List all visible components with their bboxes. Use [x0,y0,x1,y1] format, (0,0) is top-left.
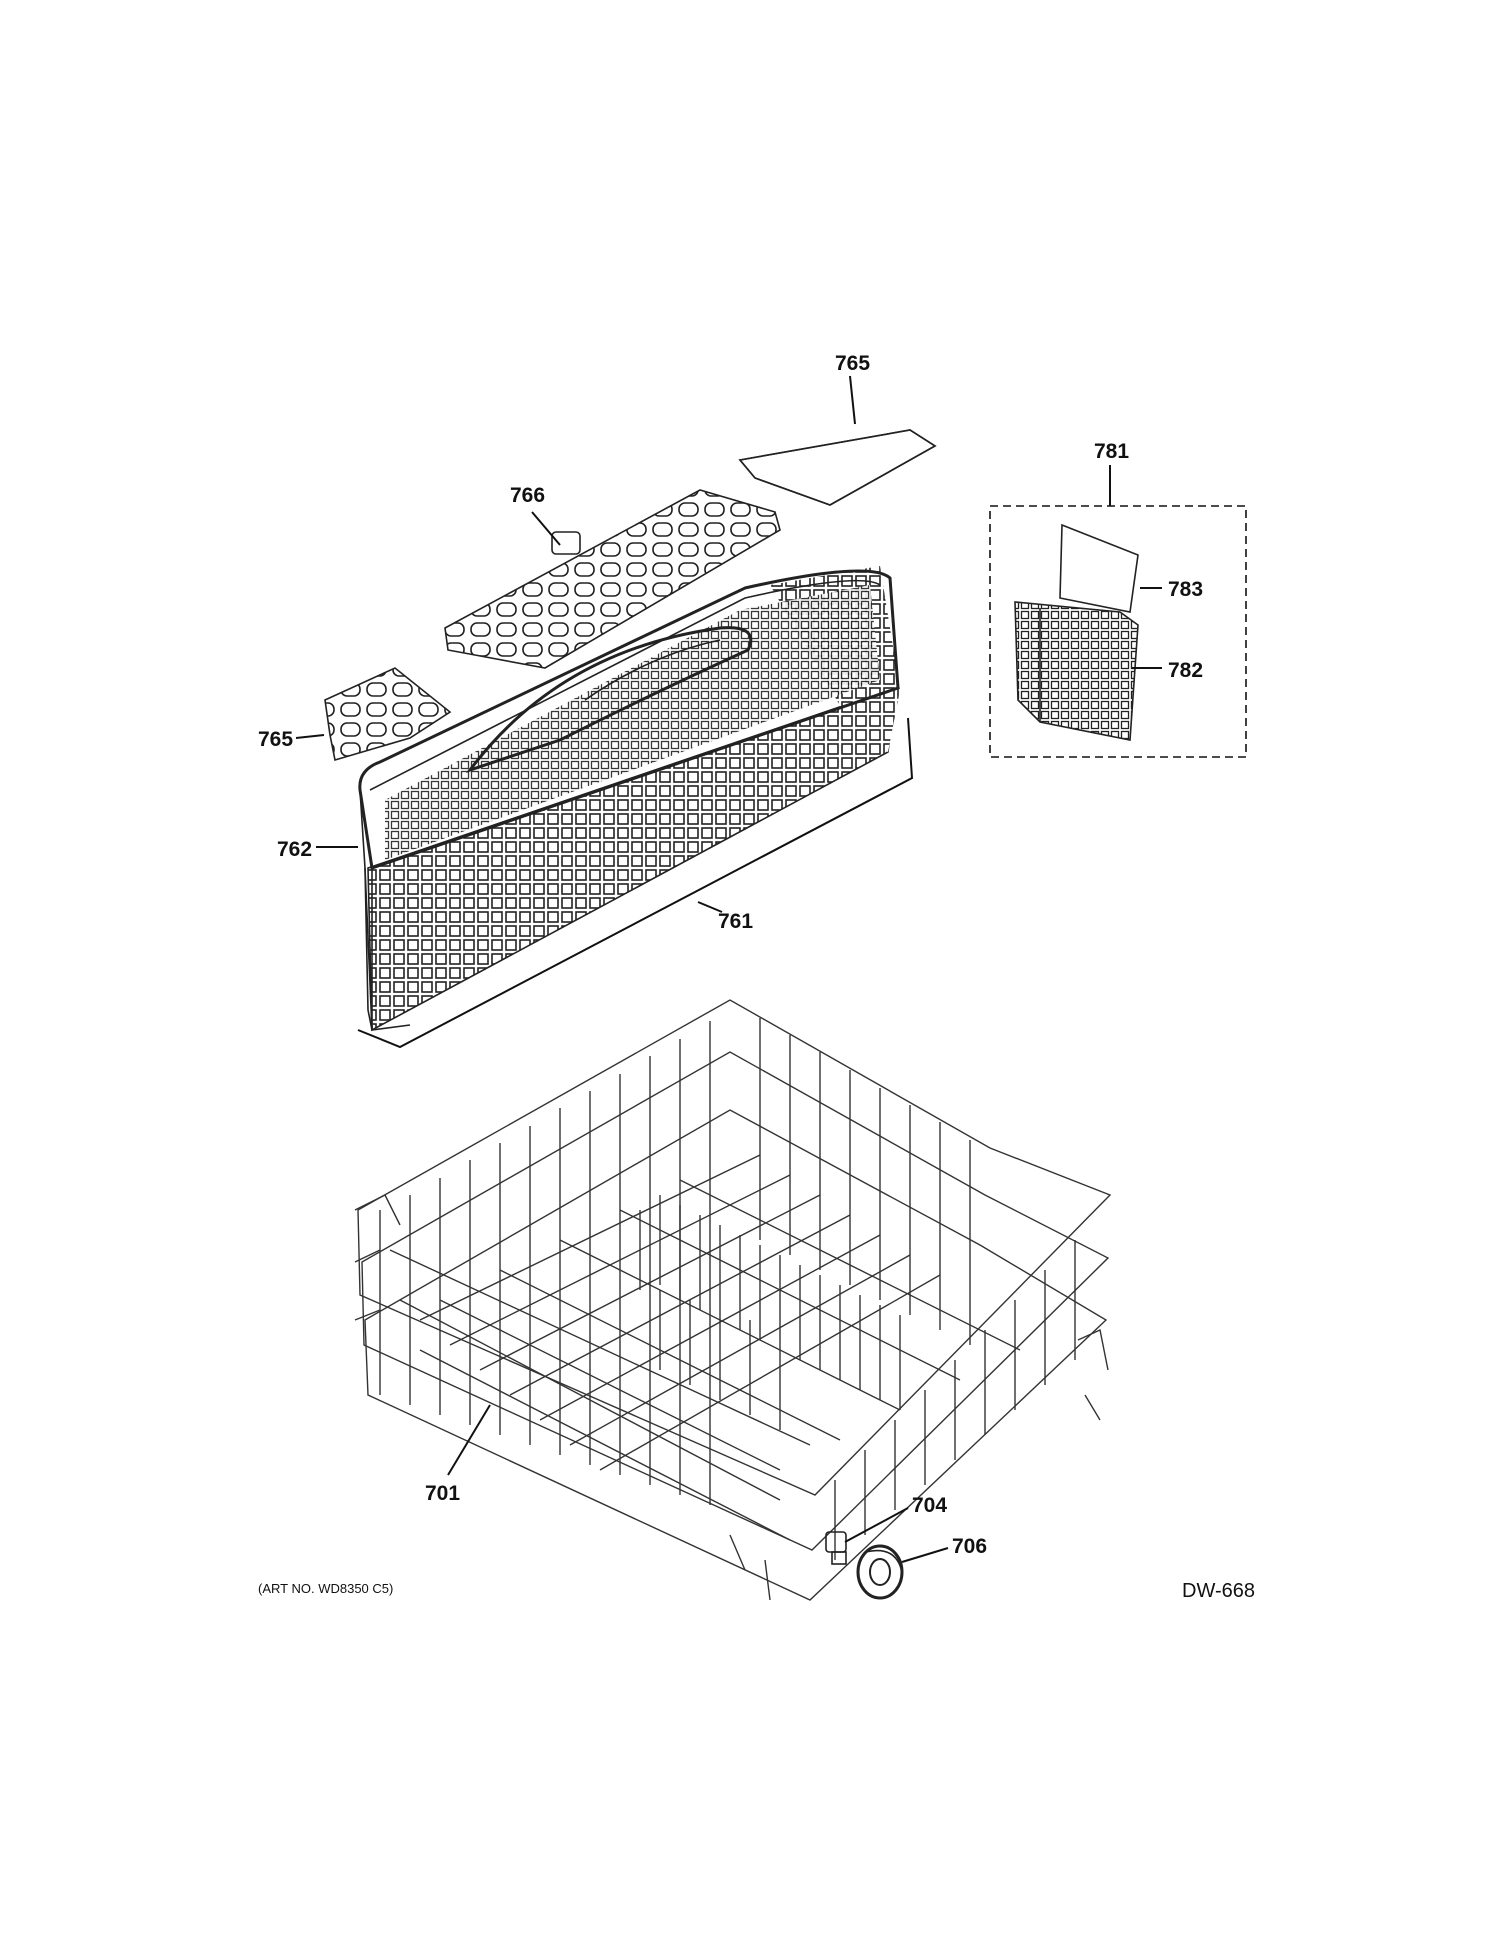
callout-701: 701 [425,1482,460,1505]
callout-782: 782 [1168,659,1203,682]
cover-tray-765-left [324,667,452,762]
rack-wheel-706 [856,1544,904,1600]
leader-765-left [295,734,325,739]
cover-tray-765-top [738,429,937,506]
leader-704 [844,1507,909,1543]
callout-765-top: 765 [835,352,870,375]
callout-761: 761 [718,910,753,933]
leader-701 [447,1404,491,1476]
art-number: (ART NO. WD8350 C5) [258,1581,393,1596]
lower-rack [354,999,1112,1601]
leader-766 [531,511,561,546]
callout-706: 706 [952,1535,987,1558]
callout-765-left: 765 [258,728,293,751]
small-basket-group [989,505,1247,758]
cover-tray-766 [444,489,781,669]
leader-706 [901,1547,949,1563]
drawing-code: DW-668 [1182,1580,1255,1602]
basket-bracket [357,717,914,1049]
callout-783: 783 [1168,578,1203,601]
callout-766: 766 [510,484,545,507]
silverware-basket [358,566,900,1032]
rack-clip-704 [825,1531,847,1565]
callout-781: 781 [1094,440,1129,463]
callout-762: 762 [277,838,312,861]
leader-761 [697,901,723,913]
leader-765-top [849,375,856,425]
callout-704: 704 [912,1494,947,1517]
